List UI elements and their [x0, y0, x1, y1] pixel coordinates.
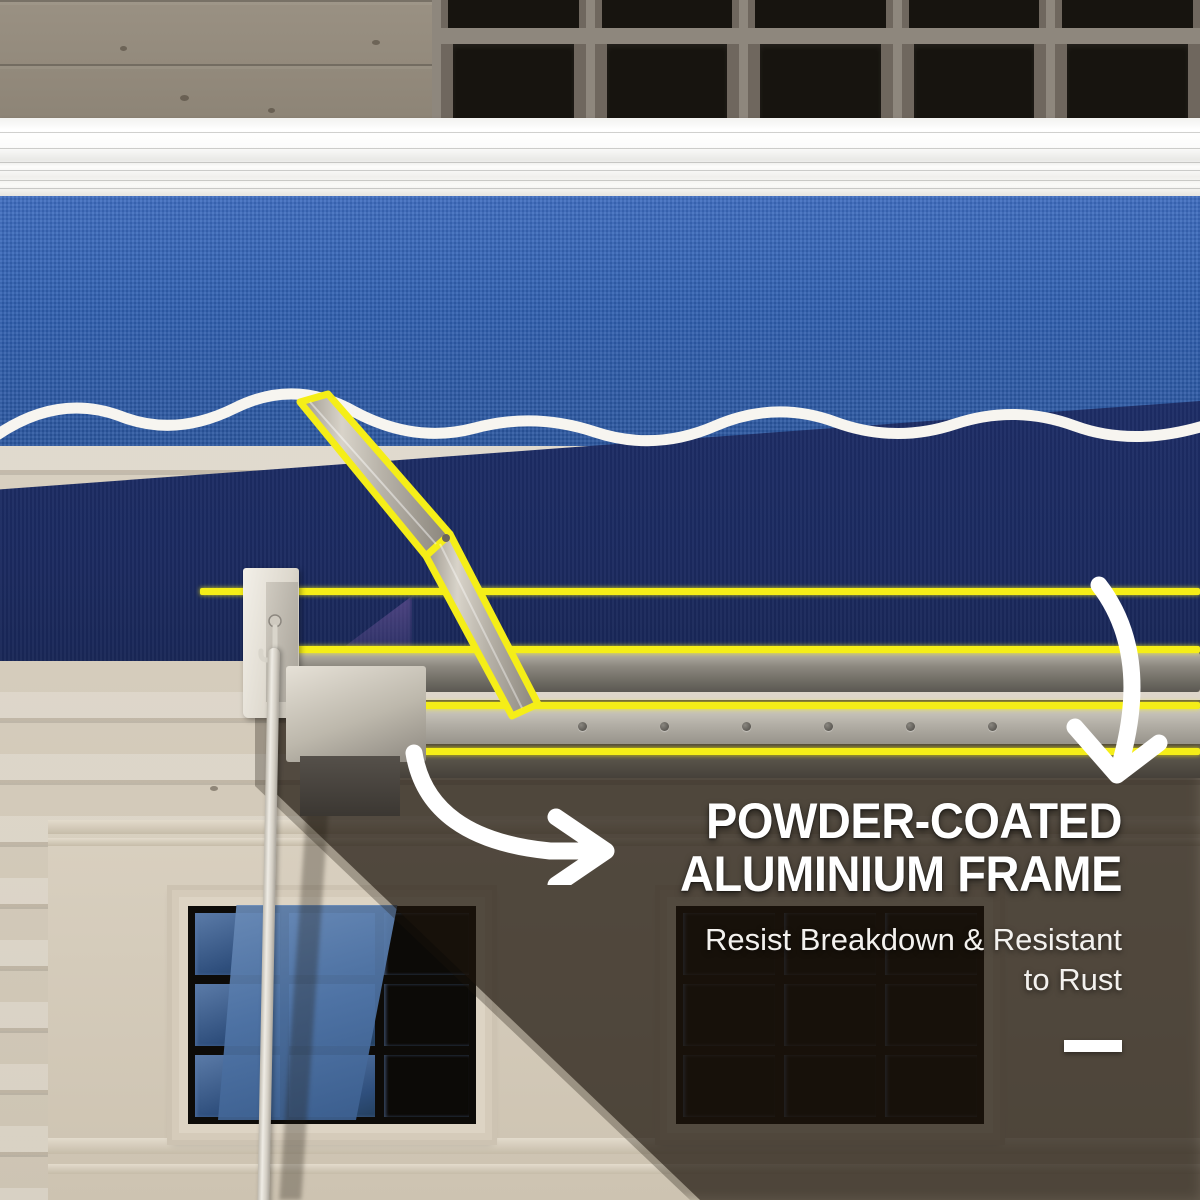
subline-line-2: to Rust: [1023, 962, 1122, 998]
roof-fascia-trim: [0, 118, 1200, 202]
highlight-line: [330, 748, 1200, 755]
upper-window: [1046, 0, 1200, 124]
highlight-line: [318, 702, 1200, 709]
accent-dash: [1064, 1040, 1122, 1052]
lower-window-left: [172, 890, 492, 1140]
roller-tube: [292, 652, 1200, 692]
headline-line-2: ALUMINIUM FRAME: [679, 846, 1122, 902]
upper-window: [892, 0, 1047, 124]
folding-support-arm: [296, 390, 542, 720]
awning-fabric-top: [0, 196, 1200, 446]
headline-line-1: POWDER-COATED: [705, 793, 1122, 849]
highlight-line: [200, 588, 1200, 595]
upper-wood-siding: [0, 0, 440, 122]
upper-window-row: [432, 0, 1200, 124]
valance-wave-piping: [0, 388, 1200, 447]
upper-storey-band: [0, 0, 1200, 124]
front-profile-bar: [330, 708, 1200, 744]
subline-line-1: Resist Breakdown & Resistant: [705, 922, 1122, 957]
highlight-line: [280, 646, 1200, 653]
gearbox-housing: [286, 666, 426, 762]
gearbox-base: [300, 756, 400, 816]
retractable-awning: [0, 196, 1200, 1200]
upper-window: [432, 0, 586, 124]
callout-subline: Resist Breakdown & Resistant to Rust: [602, 920, 1122, 1001]
upper-window: [585, 0, 740, 124]
callout-headline: POWDER-COATED ALUMINIUM FRAME: [614, 795, 1122, 901]
upper-window: [739, 0, 893, 124]
